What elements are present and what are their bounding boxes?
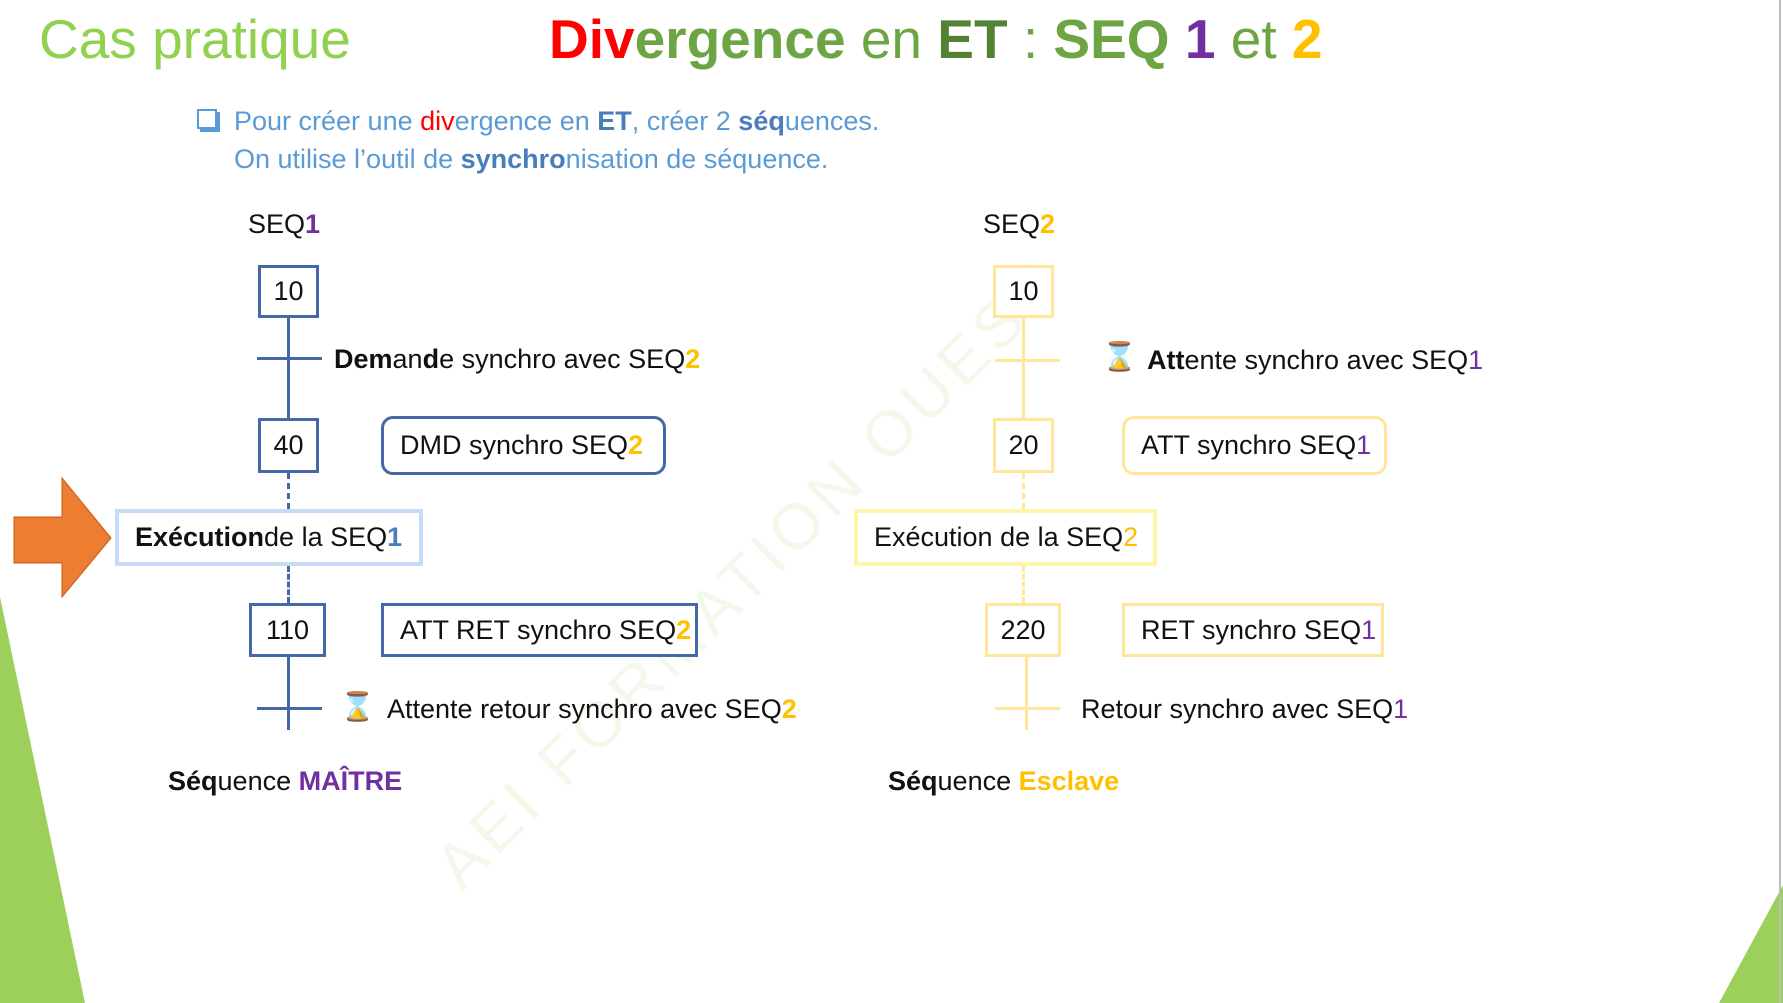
seq2-dashed-link	[1022, 473, 1025, 509]
text: séq	[738, 106, 785, 136]
text: Attente retour synchro avec SEQ	[387, 694, 782, 724]
text: 2	[676, 614, 692, 645]
title-part: 1	[1169, 8, 1216, 70]
text: Dem	[334, 344, 393, 374]
text: d	[422, 344, 440, 374]
text: SEQ	[248, 209, 306, 239]
text: 1	[1361, 614, 1377, 645]
text: ente synchro avec SEQ	[1184, 345, 1469, 375]
text: 1	[305, 209, 321, 239]
text: ergence en	[454, 106, 598, 136]
title-part: Div	[549, 8, 635, 70]
text: 2	[1040, 209, 1056, 239]
title-part: SEQ	[1053, 8, 1170, 70]
seq2-footer: Séquence Esclave	[888, 768, 1119, 795]
orange-arrow-icon	[13, 476, 112, 599]
text: Séq	[168, 766, 218, 796]
hourglass-icon: ⌛	[1102, 341, 1137, 372]
text: Séq	[888, 766, 938, 796]
seq1-link	[287, 318, 290, 418]
seq2-link	[1022, 318, 1025, 418]
title-part: en	[845, 8, 938, 70]
text: Pour créer une	[234, 106, 421, 136]
title-part: ergence	[634, 8, 846, 70]
text: ET	[597, 106, 632, 136]
text: 2	[685, 344, 701, 374]
hourglass-icon: ⌛	[340, 691, 375, 722]
seq1-link	[287, 657, 290, 730]
text: uence	[217, 766, 299, 796]
title-part: ET	[937, 8, 1008, 70]
text: 1	[1468, 345, 1484, 375]
text: ATT RET synchro SEQ	[400, 614, 677, 645]
text: nisation de séquence.	[565, 144, 829, 174]
seq2-link	[1025, 657, 1028, 730]
text: synchro	[460, 144, 566, 174]
seq1-transition-2-label: Attente retour synchro avec SEQ2	[387, 696, 797, 723]
title-part: et	[1215, 8, 1292, 70]
intro-line-2: On utilise l’outil de synchronisation de…	[234, 146, 828, 173]
text: div	[420, 106, 455, 136]
seq1-transition-1	[257, 357, 322, 360]
seq1-transition-1-label: Demande synchro avec SEQ2	[334, 346, 700, 373]
seq1-label: SEQ1	[248, 211, 320, 238]
text: Exécution de la SEQ	[874, 522, 1124, 552]
text: DMD synchro SEQ	[400, 430, 629, 460]
seq2-transition-2-label: Retour synchro avec SEQ1	[1081, 696, 1408, 723]
seq2-step-20[interactable]: 20	[993, 418, 1054, 473]
page-title: Divergence en ET : SEQ 1 et 2	[549, 12, 1322, 67]
seq2-label: SEQ2	[983, 211, 1055, 238]
title-part: 2	[1291, 8, 1323, 70]
seq1-step-40[interactable]: 40	[258, 418, 319, 473]
text: Retour synchro avec SEQ	[1081, 694, 1394, 724]
text: 1	[387, 522, 403, 552]
seq2-dashed-link	[1022, 566, 1025, 603]
text: Esclave	[1018, 766, 1120, 796]
seq1-step-110[interactable]: 110	[249, 603, 326, 657]
seq2-transition-1-label: Attente synchro avec SEQ1	[1147, 347, 1483, 374]
text: 1	[1356, 430, 1372, 460]
text: MAÎTRE	[298, 766, 403, 796]
seq2-step-220[interactable]: 220	[985, 603, 1061, 657]
text: uence	[937, 766, 1019, 796]
seq2-transition-2	[995, 707, 1060, 710]
seq2-transition-1	[995, 359, 1060, 362]
seq2-step-10[interactable]: 10	[993, 265, 1054, 318]
checkbox-bullet-icon	[197, 109, 217, 129]
text: RET synchro SEQ	[1141, 614, 1362, 645]
text: e synchro avec SEQ	[439, 344, 686, 374]
title-part: :	[1007, 8, 1054, 70]
text: ATT synchro SEQ	[1141, 430, 1357, 460]
intro-line-1: Pour créer une divergence en ET, créer 2…	[234, 108, 879, 135]
text: On utilise l’outil de	[234, 144, 461, 174]
seq1-dashed-link	[287, 566, 290, 603]
text: SEQ	[983, 209, 1041, 239]
text: an	[392, 344, 423, 374]
seq1-step-10[interactable]: 10	[258, 265, 319, 318]
right-green-triangle	[1719, 885, 1783, 1003]
section-title: Cas pratique	[39, 8, 351, 70]
text: 2	[1123, 522, 1139, 552]
seq1-transition-2	[257, 707, 322, 710]
text: de la SEQ	[264, 522, 388, 552]
seq1-footer: Séquence MAÎTRE	[168, 768, 402, 795]
text: Att	[1147, 345, 1185, 375]
text: , créer 2	[631, 106, 739, 136]
text: 1	[1393, 694, 1409, 724]
seq1-dashed-link	[287, 473, 290, 509]
text: 2	[781, 694, 797, 724]
text: 2	[628, 430, 644, 460]
left-green-triangle	[0, 597, 85, 1003]
text: uences.	[784, 106, 880, 136]
text: Exécution	[135, 522, 265, 552]
